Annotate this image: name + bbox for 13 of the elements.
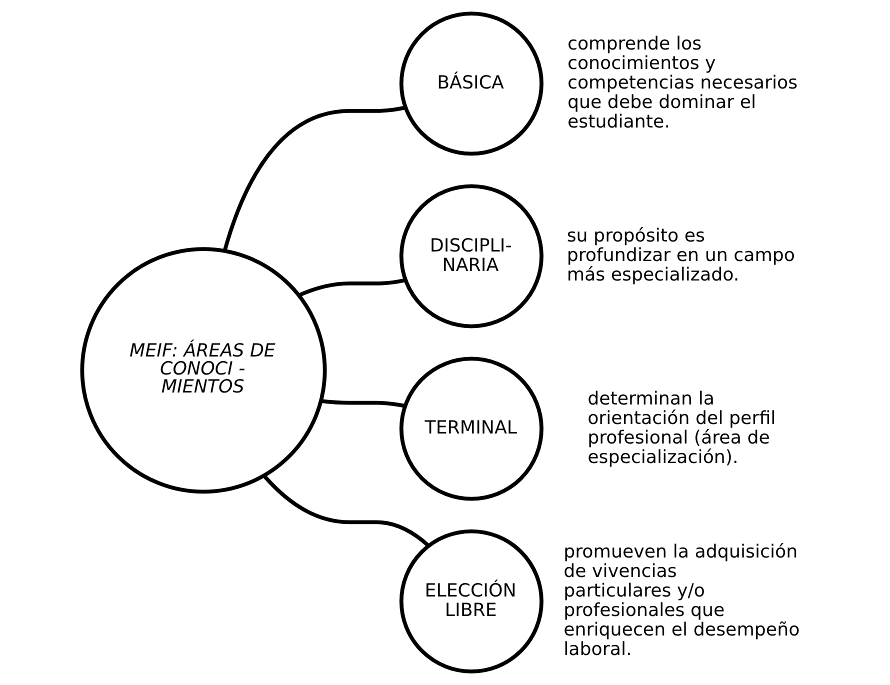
node-label: comprende los conocimientos y competencias necesarios que debe dominar el estudiante.	[566, 34, 798, 132]
node-circle: ELECCIÓN LIBRE	[398, 529, 543, 674]
node-circle: MEIF: ÁREAS DE CONOCI - MIENTOS	[80, 247, 326, 494]
node-circle: DISCIPLI- NARIA	[398, 184, 543, 328]
connector	[222, 106, 406, 252]
connector	[262, 474, 430, 547]
node-label: determinan la orientación del perfil profesional (área de especialización).	[587, 388, 776, 468]
node-label: su propósito es profundizar en un campo más especializado.	[566, 226, 795, 286]
node-circle: TERMINAL	[398, 356, 543, 501]
connector	[320, 399, 405, 408]
node-label: promueven la adquisición de vivencias particulares y/o profesionales que enriquecen el desempeño laboral.	[563, 542, 800, 660]
connector	[298, 278, 406, 298]
node-circle: BÁSICA	[398, 12, 543, 156]
